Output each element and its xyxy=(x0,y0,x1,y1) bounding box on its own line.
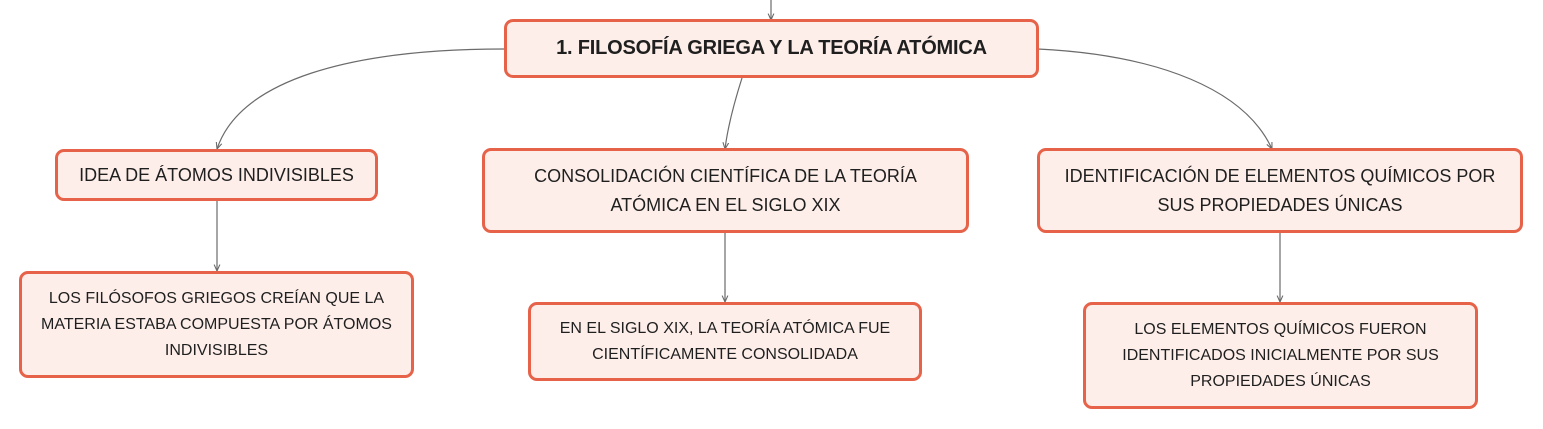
root-node[interactable]: 1. FILOSOFÍA GRIEGA Y LA TEORÍA ATÓMICA xyxy=(504,19,1039,78)
connector-root-to-branch-1 xyxy=(217,48,505,149)
branch-node-label: CONSOLIDACIÓN CIENTÍFICA DE LA TEORÍA AT… xyxy=(534,165,917,215)
branch-node-label: IDENTIFICACIÓN DE ELEMENTOS QUÍMICOS POR… xyxy=(1064,165,1496,215)
detail-node-siglo-xix[interactable]: EN EL SIGLO XIX, LA TEORÍA ATÓMICA FUE C… xyxy=(528,302,922,381)
connector-root-to-branch-3 xyxy=(1037,48,1272,149)
branch-node-label: IDEA DE ÁTOMOS INDIVISIBLES xyxy=(79,164,354,185)
detail-node-label: EN EL SIGLO XIX, LA TEORÍA ATÓMICA FUE C… xyxy=(559,319,891,363)
branch-node-atomos-indivisibles[interactable]: IDEA DE ÁTOMOS INDIVISIBLES xyxy=(55,149,378,201)
detail-node-elementos-quimicos[interactable]: LOS ELEMENTOS QUÍMICOS FUERON IDENTIFICA… xyxy=(1083,302,1478,409)
connector-root-to-branch-2 xyxy=(725,77,743,149)
detail-node-label: LOS FILÓSOFOS GRIEGOS CREÍAN QUE LA MATE… xyxy=(41,289,392,359)
detail-node-filosofos-griegos[interactable]: LOS FILÓSOFOS GRIEGOS CREÍAN QUE LA MATE… xyxy=(19,271,414,378)
branch-node-identificacion-elementos[interactable]: IDENTIFICACIÓN DE ELEMENTOS QUÍMICOS POR… xyxy=(1037,148,1523,233)
root-node-label: 1. FILOSOFÍA GRIEGA Y LA TEORÍA ATÓMICA xyxy=(556,37,987,59)
branch-node-consolidacion-cientifica[interactable]: CONSOLIDACIÓN CIENTÍFICA DE LA TEORÍA AT… xyxy=(482,148,969,233)
detail-node-label: LOS ELEMENTOS QUÍMICOS FUERON IDENTIFICA… xyxy=(1122,320,1439,390)
